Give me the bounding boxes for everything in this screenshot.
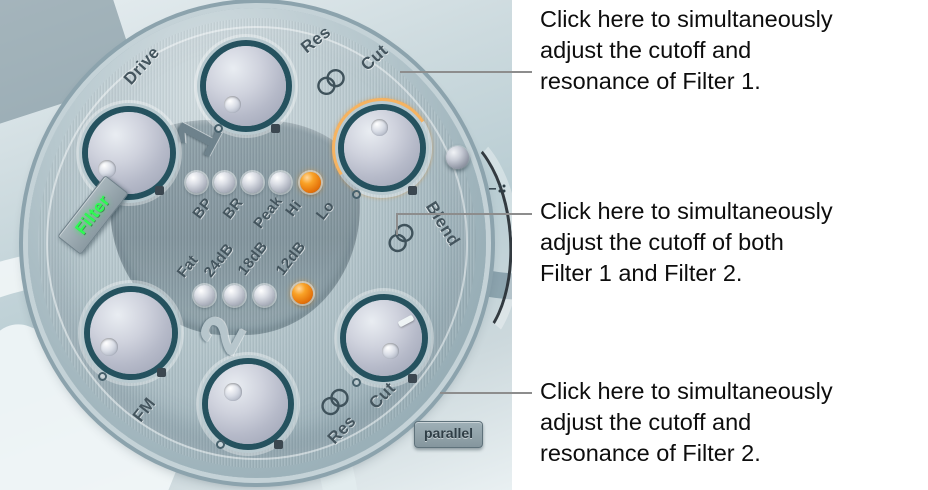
filter-plugin-panel: 1 2 Drive Res Cut [0,0,512,490]
routing-mode-button[interactable]: parallel [414,421,484,448]
filter-type-button-bp[interactable] [186,172,207,193]
filter-2-fm-knob[interactable] [90,292,172,374]
filter-2-cut-min-mark [352,378,361,387]
filter-1-cut-max-mark [408,186,417,195]
knob-indicator-dimple [382,342,400,360]
filter-type-button-hi[interactable] [270,172,291,193]
drag-handle-dots-icon[interactable] [489,182,507,200]
annotation-both-filters: Click here to simultaneously adjust the … [540,196,928,289]
annotation-line: Click here to simultaneously [540,198,833,224]
filter-1-res-min-mark [214,124,223,133]
annotation-line: adjust the cutoff and [540,37,752,63]
filter-1-res-knob[interactable] [206,46,286,126]
filter-1-drive-knob[interactable] [88,112,170,194]
filter-1-res-max-mark [271,124,280,133]
slope-button-12db[interactable] [292,283,313,304]
slope-button-18db[interactable] [254,285,275,306]
leader-line-filter-2 [440,392,532,394]
leader-stub-both-filters [396,213,398,235]
leader-line-filter-1 [400,71,532,73]
filter-2-fm-min-mark [98,372,107,381]
filter-2-cut-knob[interactable] [346,300,422,376]
slope-button-fat[interactable] [194,285,215,306]
annotation-filter-1: Click here to simultaneously adjust the … [540,4,928,97]
knob-indicator-dimple [97,159,116,178]
filter-type-button-peak[interactable] [242,172,263,193]
filter-type-button-lo[interactable] [300,172,321,193]
filter-type-button-br[interactable] [214,172,235,193]
filter-2-cut-max-mark [408,374,417,383]
knob-indicator-dimple [224,383,242,401]
leader-line-both-filters [396,213,532,215]
blend-slider-handle[interactable] [446,146,469,169]
annotation-filter-2: Click here to simultaneously adjust the … [540,376,928,469]
knob-indicator-dimple [223,95,242,114]
annotation-line: adjust the cutoff and [540,409,752,435]
filter-2-res-min-mark [216,440,225,449]
annotation-line: Filter 1 and Filter 2. [540,260,743,286]
filter-1-cut-knob[interactable] [344,110,420,186]
annotation-line: adjust the cutoff of both [540,229,784,255]
annotation-column: Click here to simultaneously adjust the … [512,0,928,490]
filter-1-cut-min-mark [352,190,361,199]
filter-2-res-knob[interactable] [208,364,288,444]
module-inner-ring [46,26,468,460]
filter-1-res-cut-link-icon[interactable] [312,63,351,100]
annotation-line: Click here to simultaneously [540,6,833,32]
knob-indicator-dimple [99,337,118,356]
filter-1-drive-max-mark [155,186,164,195]
annotation-line: resonance of Filter 1. [540,68,761,94]
filter-2-fm-max-mark [157,368,166,377]
routing-mode-label: parallel [424,425,474,441]
annotation-line: resonance of Filter 2. [540,440,761,466]
filter-2-res-max-mark [274,440,283,449]
filter-2-res-cut-link-icon[interactable] [316,383,355,421]
slope-button-24db[interactable] [224,285,245,306]
knob-indicator-dimple [371,119,389,136]
annotation-line: Click here to simultaneously [540,378,833,404]
